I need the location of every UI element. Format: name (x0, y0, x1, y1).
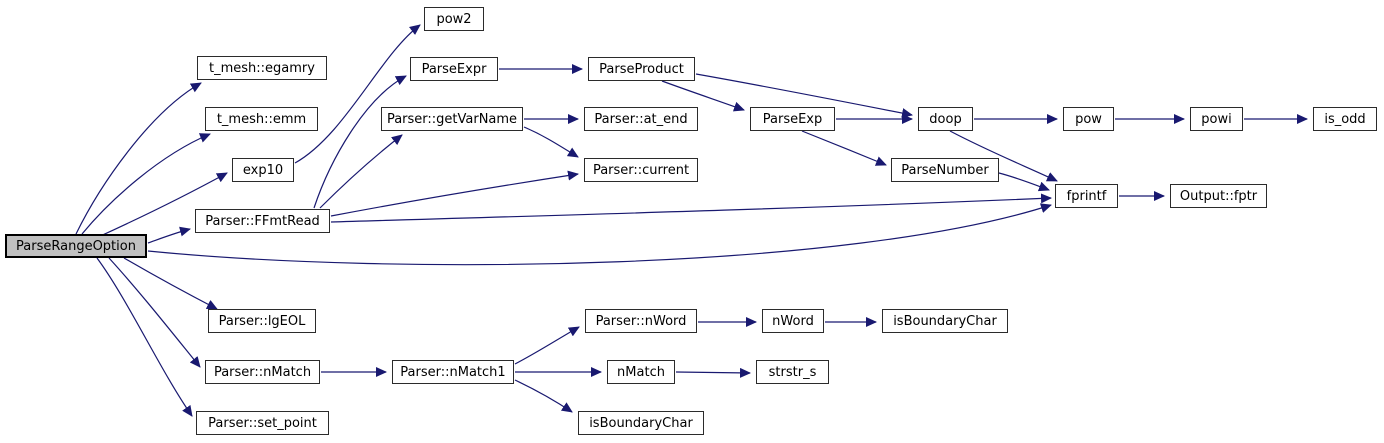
node-exp10[interactable]: exp10 (232, 158, 294, 182)
edge-ffmtRead-getVarName (319, 134, 403, 209)
edge-parseRangeOption-fprintf (147, 203, 1052, 266)
node-parseExp[interactable]: ParseExp (750, 107, 835, 131)
edge-parseProduct-parseExp (661, 80, 745, 112)
edge-parseRangeOption-egamry (75, 82, 202, 235)
edge-parseExp-parseNumber (801, 130, 887, 166)
edge-nMatch1-nWordP (514, 326, 580, 365)
node-isOdd[interactable]: is_odd (1313, 107, 1377, 131)
node-atEnd[interactable]: Parser::at_end (584, 107, 698, 131)
node-current[interactable]: Parser::current (584, 158, 698, 182)
edge-ffmtRead-fprintf (330, 193, 1052, 223)
node-pow2[interactable]: pow2 (424, 7, 484, 31)
node-nMatchG[interactable]: nMatch (607, 360, 675, 384)
node-powi[interactable]: powi (1190, 107, 1243, 131)
edge-ffmtRead-parseExpr (313, 75, 407, 209)
edge-parseRangeOption-ffmtRead (147, 226, 191, 244)
edge-nMatchG-strstrS (675, 367, 751, 378)
edge-parseRangeOption-exp10 (95, 172, 228, 239)
node-nWordP[interactable]: Parser::nWord (585, 309, 697, 333)
node-nMatch1[interactable]: Parser::nMatch1 (392, 360, 514, 384)
node-nMatchP[interactable]: Parser::nMatch (205, 360, 320, 384)
edge-parseRangeOption-emm (81, 133, 211, 235)
edge-parseRangeOption-lgEOL (123, 257, 218, 310)
node-fprintf[interactable]: fprintf (1055, 184, 1118, 208)
edge-parseProduct-doop (695, 73, 913, 118)
edge-nMatch1-isBoundaryChar2 (514, 379, 573, 413)
node-parseNumber[interactable]: ParseNumber (891, 158, 999, 182)
node-parseRangeOption: ParseRangeOption (5, 234, 147, 258)
node-parseExpr[interactable]: ParseExpr (410, 57, 498, 81)
edge-exp10-pow2 (294, 24, 421, 164)
node-emm[interactable]: t_mesh::emm (205, 107, 318, 131)
edge-parseRangeOption-nMatchP (108, 257, 201, 368)
node-nWord[interactable]: nWord (762, 309, 824, 333)
node-pow[interactable]: pow (1063, 107, 1114, 131)
edge-parseRangeOption-setPoint (96, 257, 193, 417)
node-ffmtRead[interactable]: Parser::FFmtRead (195, 209, 330, 233)
edge-doop-fprintf (949, 130, 1058, 182)
edge-getVarName-current (523, 126, 579, 158)
node-doop[interactable]: doop (918, 107, 973, 131)
edge-ffmtRead-current (330, 170, 579, 217)
edge-parseNumber-fprintf (998, 172, 1050, 192)
node-isBoundaryChar1[interactable]: isBoundaryChar (882, 309, 1008, 333)
node-isBoundaryChar2[interactable]: isBoundaryChar (578, 411, 704, 435)
node-setPoint[interactable]: Parser::set_point (196, 411, 329, 435)
node-outputFptr[interactable]: Output::fptr (1170, 184, 1267, 208)
node-parseProduct[interactable]: ParseProduct (588, 57, 695, 81)
node-lgEOL[interactable]: Parser::lgEOL (208, 309, 316, 333)
node-getVarName[interactable]: Parser::getVarName (381, 107, 523, 131)
node-strstrS[interactable]: strstr_s (756, 360, 829, 384)
node-egamry[interactable]: t_mesh::egamry (197, 56, 327, 80)
